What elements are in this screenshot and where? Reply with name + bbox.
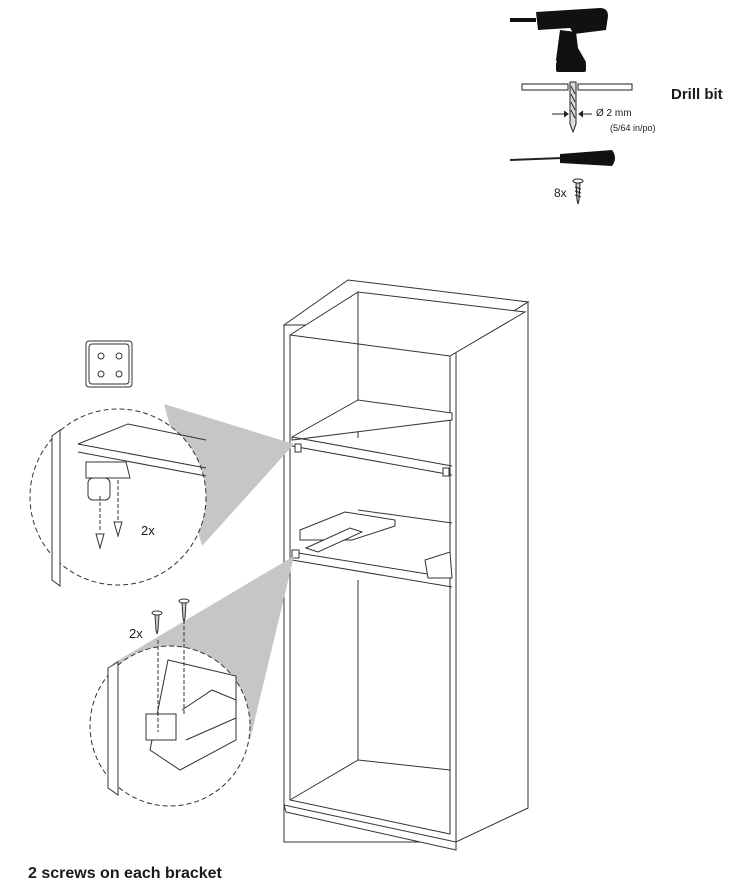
instruction-caption: 2 screws on each bracket (28, 865, 222, 882)
screw-pair-bottom (151, 598, 190, 635)
drill-icon (510, 8, 608, 72)
drill-bit-diameter: Ø 2 mm (596, 108, 632, 119)
screw-icon (572, 178, 584, 205)
drill-bit-label: Drill bit (671, 86, 723, 103)
bottom-callout-beam (112, 556, 294, 740)
top-screw-quantity: 2x (141, 523, 155, 538)
bracket-icon (85, 340, 133, 388)
bottom-detail-circle (89, 620, 251, 807)
screwdriver-icon (509, 150, 615, 166)
lower-shelf-with-rails (291, 509, 453, 760)
top-detail-circle (29, 408, 207, 587)
drill-bit-inch: (5/64 in/po) (610, 123, 656, 133)
screw-count: 8x (554, 186, 567, 200)
drill-bit-icon (521, 81, 633, 134)
bottom-screw-quantity: 2x (129, 626, 143, 641)
upper-shelf (291, 399, 453, 477)
